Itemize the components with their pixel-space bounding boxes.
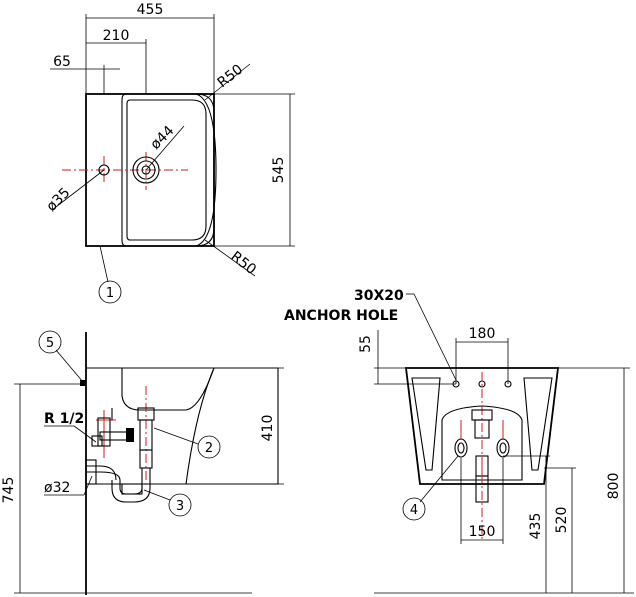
- basin-outline-front: [404, 367, 560, 485]
- dim-435: 435: [528, 513, 544, 540]
- dim-745: 745: [1, 477, 17, 504]
- dim-800: 800: [606, 473, 622, 500]
- dim-545: 545: [271, 157, 287, 184]
- callout-3: [168, 493, 192, 517]
- dim-410: 410: [260, 415, 276, 442]
- anchor-hole-label: ANCHOR HOLE: [284, 308, 398, 324]
- dim-210: 210: [103, 28, 130, 44]
- dim-180: 180: [469, 326, 496, 342]
- anchor-mark: [80, 380, 86, 386]
- dim-r50-bottom: R50: [228, 249, 260, 279]
- callout-2-label: 2: [205, 441, 213, 456]
- dim-drain-dia: ø44: [148, 123, 178, 153]
- dim-waste-dia: ø32: [44, 480, 70, 496]
- dim-55: 55: [358, 335, 374, 353]
- callout-5-label: 5: [46, 336, 54, 351]
- callout-3-label: 3: [176, 499, 184, 514]
- dim-150: 150: [469, 524, 496, 540]
- top-view: 455 210 65 545 R50 R50 ø35: [44, 2, 295, 304]
- thread-label: R 1/2: [44, 411, 84, 427]
- callout-2: [197, 435, 221, 459]
- callout-1: [98, 280, 122, 304]
- drain-outer: [132, 156, 160, 184]
- front-view: 30X20 ANCHOR HOLE 180 55: [284, 288, 634, 594]
- dim-tap-dia: ø35: [44, 185, 74, 215]
- dim-455: 455: [137, 2, 164, 18]
- callout-4-label: 4: [410, 503, 418, 518]
- callout-4: [402, 497, 426, 521]
- dim-r50-top: R50: [215, 62, 247, 92]
- callout-1-label: 1: [106, 286, 114, 301]
- callout-5: [38, 330, 62, 354]
- side-view: 410 745 5 R 1/2 ø3: [1, 330, 284, 595]
- anchor-size-label: 30X20: [354, 288, 404, 304]
- tap-hole: [98, 164, 110, 176]
- dim-520: 520: [554, 507, 570, 534]
- dim-65: 65: [53, 54, 71, 70]
